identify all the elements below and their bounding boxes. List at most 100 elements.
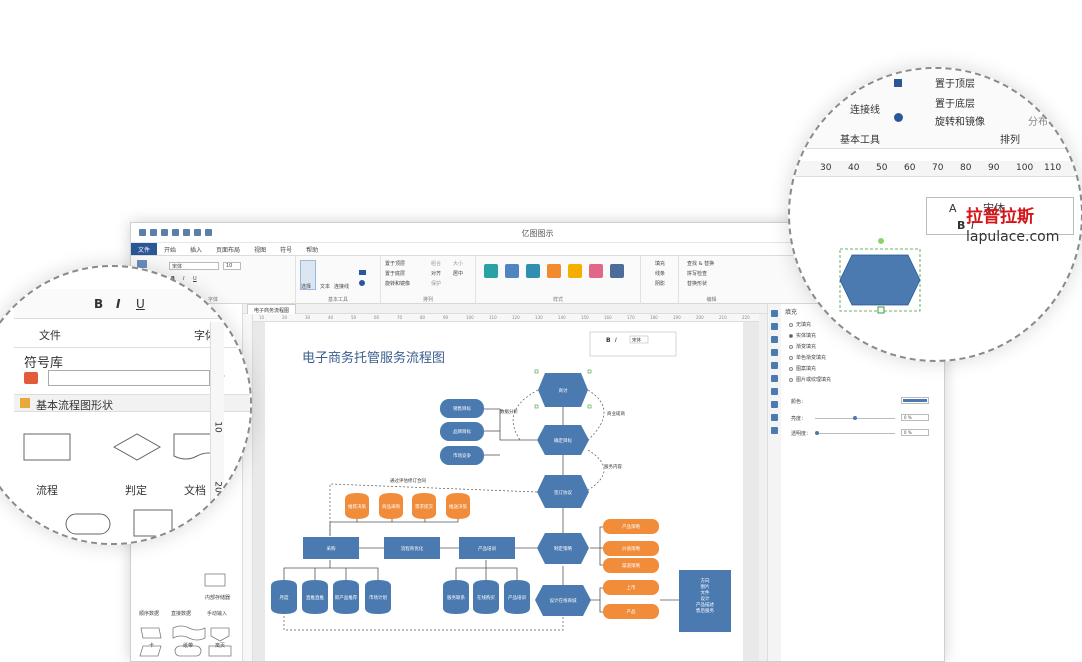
find-replace-button[interactable]: 查找 & 替换 bbox=[687, 261, 715, 267]
transparency-slider-track[interactable] bbox=[815, 433, 895, 434]
bold-button-zoom[interactable]: B bbox=[94, 297, 104, 311]
line-button[interactable]: 线条 bbox=[655, 271, 666, 277]
orange-node-3[interactable] bbox=[412, 493, 436, 519]
cyl-node-7[interactable] bbox=[504, 580, 530, 614]
underline-button-zoom[interactable]: U bbox=[136, 297, 145, 311]
orange-node-launch[interactable] bbox=[603, 580, 659, 595]
data-shape[interactable] bbox=[139, 645, 162, 657]
brightness-slider-knob[interactable] bbox=[853, 416, 857, 420]
internal-storage-shape[interactable] bbox=[204, 573, 226, 587]
card-shape[interactable] bbox=[140, 627, 162, 639]
node-brand-target[interactable] bbox=[440, 422, 484, 441]
zoom-bring-front[interactable]: 置于顶层 bbox=[935, 79, 975, 90]
zoom-italic-button[interactable]: I bbox=[971, 219, 975, 232]
menu-home[interactable]: 开始 bbox=[164, 247, 177, 254]
shadow-button[interactable]: 阴影 bbox=[655, 281, 666, 287]
orange-node-2[interactable] bbox=[379, 493, 403, 519]
radio-icon[interactable] bbox=[789, 355, 793, 360]
selection-handle[interactable] bbox=[534, 404, 539, 409]
cyl-node-3[interactable] bbox=[333, 580, 359, 614]
zoom-ellipse-icon[interactable] bbox=[894, 113, 903, 122]
send-back-button[interactable]: 置于底层 bbox=[385, 271, 406, 277]
zoom-send-back[interactable]: 置于底层 bbox=[935, 99, 975, 110]
font-size-select[interactable]: 10 bbox=[223, 262, 241, 270]
rotate-handle[interactable] bbox=[878, 238, 884, 244]
color-picker[interactable] bbox=[901, 397, 929, 404]
subprocess-shape-zoom[interactable] bbox=[133, 509, 173, 537]
node-process[interactable] bbox=[384, 537, 440, 559]
radio-icon[interactable] bbox=[789, 366, 793, 371]
transparency-value[interactable]: 0 % bbox=[901, 429, 929, 436]
ellipse-icon[interactable] bbox=[359, 280, 365, 286]
decision-shape[interactable] bbox=[112, 433, 162, 461]
print-icon[interactable] bbox=[205, 229, 212, 236]
redo-icon[interactable] bbox=[161, 229, 168, 236]
node-sales-target[interactable] bbox=[440, 399, 484, 418]
radio-icon[interactable] bbox=[789, 344, 793, 349]
selection-handle[interactable] bbox=[534, 369, 539, 374]
spell-check-button[interactable]: 拼写检查 bbox=[687, 271, 708, 277]
comment-icon[interactable] bbox=[771, 414, 778, 421]
center-button[interactable]: 居中 bbox=[453, 271, 464, 277]
fill-option[interactable]: 图片或纹理填充 bbox=[781, 374, 944, 385]
orange-node-1[interactable] bbox=[345, 493, 369, 519]
save-icon[interactable] bbox=[194, 229, 201, 236]
radio-icon[interactable] bbox=[789, 322, 793, 327]
fill-panel-icon[interactable] bbox=[771, 310, 778, 317]
library-search-input[interactable] bbox=[48, 370, 210, 386]
rectangle-icon[interactable] bbox=[359, 270, 366, 275]
zoom-font-name[interactable]: 宋体 bbox=[983, 202, 1005, 215]
navigator-icon[interactable] bbox=[771, 388, 778, 395]
menu-insert[interactable]: 插入 bbox=[190, 247, 203, 254]
undo-icon[interactable] bbox=[150, 229, 157, 236]
hex-node-confirm[interactable] bbox=[537, 425, 589, 455]
process-shape[interactable] bbox=[23, 433, 71, 461]
menu-layout[interactable]: 页面布局 bbox=[216, 247, 241, 254]
italic-button-zoom[interactable]: I bbox=[116, 297, 121, 311]
hex-node-negotiate[interactable] bbox=[538, 373, 588, 407]
library-menu-icon[interactable] bbox=[24, 372, 38, 384]
transparency-slider-knob[interactable] bbox=[815, 431, 819, 435]
font-name-select[interactable]: 宋体 bbox=[169, 262, 219, 270]
node-summary[interactable] bbox=[679, 570, 731, 632]
protect-button[interactable]: 保护 bbox=[431, 281, 442, 287]
new-icon[interactable] bbox=[172, 229, 179, 236]
selection-handle[interactable] bbox=[587, 369, 592, 374]
category-title[interactable]: 基本流程图形状 bbox=[36, 399, 113, 412]
image-panel-icon[interactable] bbox=[771, 349, 778, 356]
open-icon[interactable] bbox=[183, 229, 190, 236]
page-panel-icon[interactable] bbox=[771, 375, 778, 382]
italic-button[interactable]: I bbox=[183, 276, 185, 282]
orange-node-strategy-1[interactable] bbox=[603, 519, 659, 534]
cyl-node-6[interactable] bbox=[473, 580, 499, 614]
underline-button[interactable]: U bbox=[193, 276, 197, 282]
selection-handle[interactable] bbox=[587, 404, 592, 409]
brightness-value[interactable]: 0 % bbox=[901, 414, 929, 421]
zoom-connector-label[interactable]: 连接线 bbox=[850, 105, 880, 116]
zoom-rect-icon[interactable] bbox=[894, 79, 902, 87]
fill-option[interactable]: 单色渐变填充 bbox=[781, 352, 944, 363]
orange-node-strategy-3[interactable] bbox=[603, 558, 659, 573]
zoom-selected-hexagon[interactable] bbox=[839, 254, 921, 306]
help-icon[interactable] bbox=[771, 427, 778, 434]
rotate-mirror-button[interactable]: 旋转和镜像 bbox=[385, 281, 411, 287]
style-swatch[interactable] bbox=[568, 264, 582, 278]
select-tool-button[interactable] bbox=[300, 260, 316, 290]
data-panel-icon[interactable] bbox=[771, 401, 778, 408]
orange-node-product[interactable] bbox=[603, 604, 659, 619]
radio-icon[interactable] bbox=[789, 333, 793, 338]
style-swatch[interactable] bbox=[589, 264, 603, 278]
group-button[interactable]: 组合 bbox=[431, 261, 442, 267]
subprocess-shape[interactable] bbox=[208, 645, 232, 657]
cyl-node-5[interactable] bbox=[443, 580, 469, 614]
style-swatch[interactable] bbox=[610, 264, 624, 278]
orange-node-strategy-2[interactable] bbox=[603, 541, 659, 556]
orange-node-4[interactable] bbox=[446, 493, 470, 519]
menu-file[interactable]: 文件 bbox=[131, 243, 158, 255]
mini-bold-button[interactable]: B bbox=[606, 337, 611, 344]
hex-node-sign[interactable] bbox=[537, 475, 589, 508]
size-button[interactable]: 大小 bbox=[453, 261, 464, 267]
connector-tool-label[interactable]: 连接线 bbox=[334, 284, 350, 290]
mini-italic-button[interactable]: I bbox=[615, 337, 617, 344]
terminator-shape-zoom[interactable] bbox=[65, 513, 111, 535]
